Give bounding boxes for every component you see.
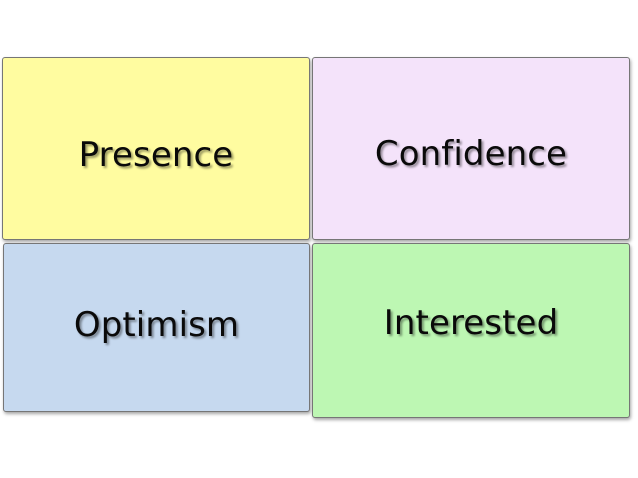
quadrant-presence[interactable]: Presence <box>2 57 310 240</box>
quadrant-interested-label: Interested <box>383 302 559 343</box>
quadrant-optimism[interactable]: Optimism <box>3 243 310 412</box>
quadrant-optimism-label: Optimism <box>73 304 240 345</box>
quadrant-confidence-label: Confidence <box>374 133 568 174</box>
quadrant-confidence[interactable]: Confidence <box>312 57 630 240</box>
quadrant-interested[interactable]: Interested <box>312 243 630 418</box>
quadrant-presence-label: Presence <box>78 134 234 175</box>
